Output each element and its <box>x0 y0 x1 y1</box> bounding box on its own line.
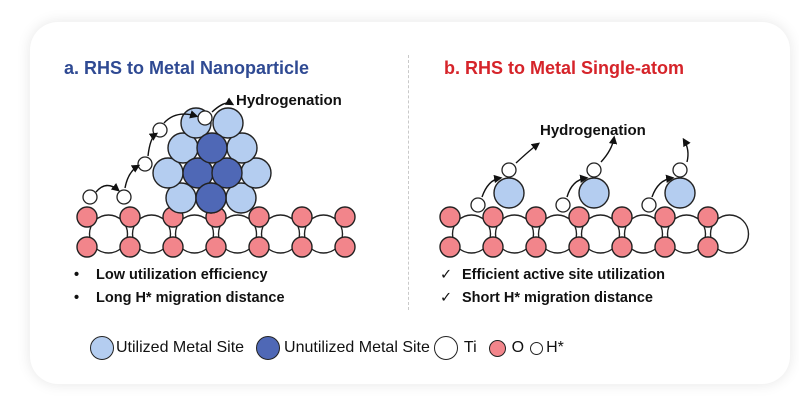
o-atom <box>611 206 633 228</box>
o-atom <box>248 206 270 228</box>
o-atom <box>439 236 461 258</box>
ti-atom <box>217 214 258 254</box>
o-atom <box>654 206 676 228</box>
panel-b-title: b. RHS to Metal Single-atom <box>444 58 685 78</box>
utilized-metal-site <box>212 107 244 139</box>
migration-arrow <box>651 174 675 198</box>
o-atom <box>76 206 98 228</box>
o-atom <box>525 236 547 258</box>
o-atom <box>162 236 184 258</box>
legend-swatch-o <box>488 339 506 357</box>
ti-atom <box>174 214 215 254</box>
h-atom <box>641 197 657 213</box>
hydrogenation-arrow <box>600 135 618 163</box>
panel-a-title: a. RHS to Metal Nanoparticle <box>64 58 310 78</box>
o-atom <box>291 206 313 228</box>
figure-card <box>30 22 790 384</box>
legend-h-label: H* <box>546 339 564 356</box>
legend-swatch-utilized <box>90 336 114 360</box>
o-atom <box>697 236 719 258</box>
o-atom <box>697 206 719 228</box>
single-atom-site <box>664 177 696 209</box>
ti-atom <box>131 214 172 254</box>
o-atom <box>334 206 356 228</box>
h-atom <box>470 197 486 213</box>
unutilized-metal-site <box>196 132 228 164</box>
hydrogenation-arrow <box>211 97 235 113</box>
panel-a-lattice <box>76 206 356 258</box>
legend: Utilized Metal Site Unutilized Metal Sit… <box>90 336 570 360</box>
legend-ti-label: Ti <box>463 339 477 356</box>
ti-atom <box>88 214 129 254</box>
migration-arrow <box>124 164 141 189</box>
o-atom <box>76 236 98 258</box>
o-atom <box>482 206 504 228</box>
migration-arrow <box>566 174 589 198</box>
panel-b-bullet-2: ✓Short H* migration distance <box>440 290 653 306</box>
panel-b-lattice <box>439 206 750 258</box>
ti-atom <box>451 214 492 254</box>
o-atom <box>654 236 676 258</box>
ti-atom <box>709 214 750 254</box>
legend-utilized-label: Utilized Metal Site <box>116 339 245 356</box>
ti-atom <box>537 214 578 254</box>
o-atom <box>439 206 461 228</box>
migration-arrows <box>95 97 691 198</box>
hydrogenation-arrow <box>515 142 541 164</box>
migration-arrow <box>163 110 199 124</box>
migration-arrow <box>95 183 120 193</box>
panel-b-single-atoms <box>470 162 696 213</box>
migration-arrow <box>481 174 503 198</box>
single-atom-site <box>493 177 525 209</box>
unutilized-metal-site <box>211 157 243 189</box>
legend-swatch-h <box>530 341 544 355</box>
h-atom <box>672 162 688 178</box>
legend-swatch-unutilized <box>256 336 281 360</box>
o-atom <box>568 206 590 228</box>
h-atom <box>197 110 213 126</box>
panel-b-hydrogenation-label: Hydrogenation <box>540 122 646 139</box>
panel-b-bullets: ✓Efficient active site utilization ✓Shor… <box>440 264 665 310</box>
ti-atom <box>303 214 344 254</box>
hydrogenation-arrow <box>682 137 691 163</box>
migration-arrow <box>147 132 159 157</box>
ti-atom <box>623 214 664 254</box>
o-atom <box>119 206 141 228</box>
o-atom <box>334 236 356 258</box>
h-atom <box>501 162 517 178</box>
h-atom <box>116 189 132 205</box>
panel-a-bullet-2: •Long H* migration distance <box>74 290 285 306</box>
h-atom <box>137 156 153 172</box>
legend-swatch-ti <box>433 336 458 360</box>
panel-a-bullet-1: •Low utilization efficiency <box>74 267 268 283</box>
panel-a-nanoparticle <box>82 107 272 214</box>
h-atom <box>555 197 571 213</box>
legend-unutilized-label: Unutilized Metal Site <box>284 339 430 356</box>
o-atom <box>119 236 141 258</box>
panel-divider <box>408 55 409 310</box>
ti-atom <box>580 214 621 254</box>
panel-a-bullets: •Low utilization efficiency •Long H* mig… <box>74 264 285 310</box>
ti-atom <box>260 214 301 254</box>
o-atom <box>291 236 313 258</box>
panel-b-bullet-1: ✓Efficient active site utilization <box>440 267 666 283</box>
ti-atom <box>666 214 707 254</box>
ti-atom <box>494 214 535 254</box>
o-atom <box>248 236 270 258</box>
o-atom <box>568 236 590 258</box>
o-atom <box>611 236 633 258</box>
o-atom <box>482 236 504 258</box>
legend-o-label: O <box>511 339 525 356</box>
unutilized-metal-site <box>195 182 227 214</box>
o-atom <box>525 206 547 228</box>
h-atom <box>82 189 98 205</box>
single-atom-site <box>578 177 610 209</box>
o-atom <box>205 236 227 258</box>
panel-a-hydrogenation-label: Hydrogenation <box>236 92 342 109</box>
h-atom <box>586 162 602 178</box>
